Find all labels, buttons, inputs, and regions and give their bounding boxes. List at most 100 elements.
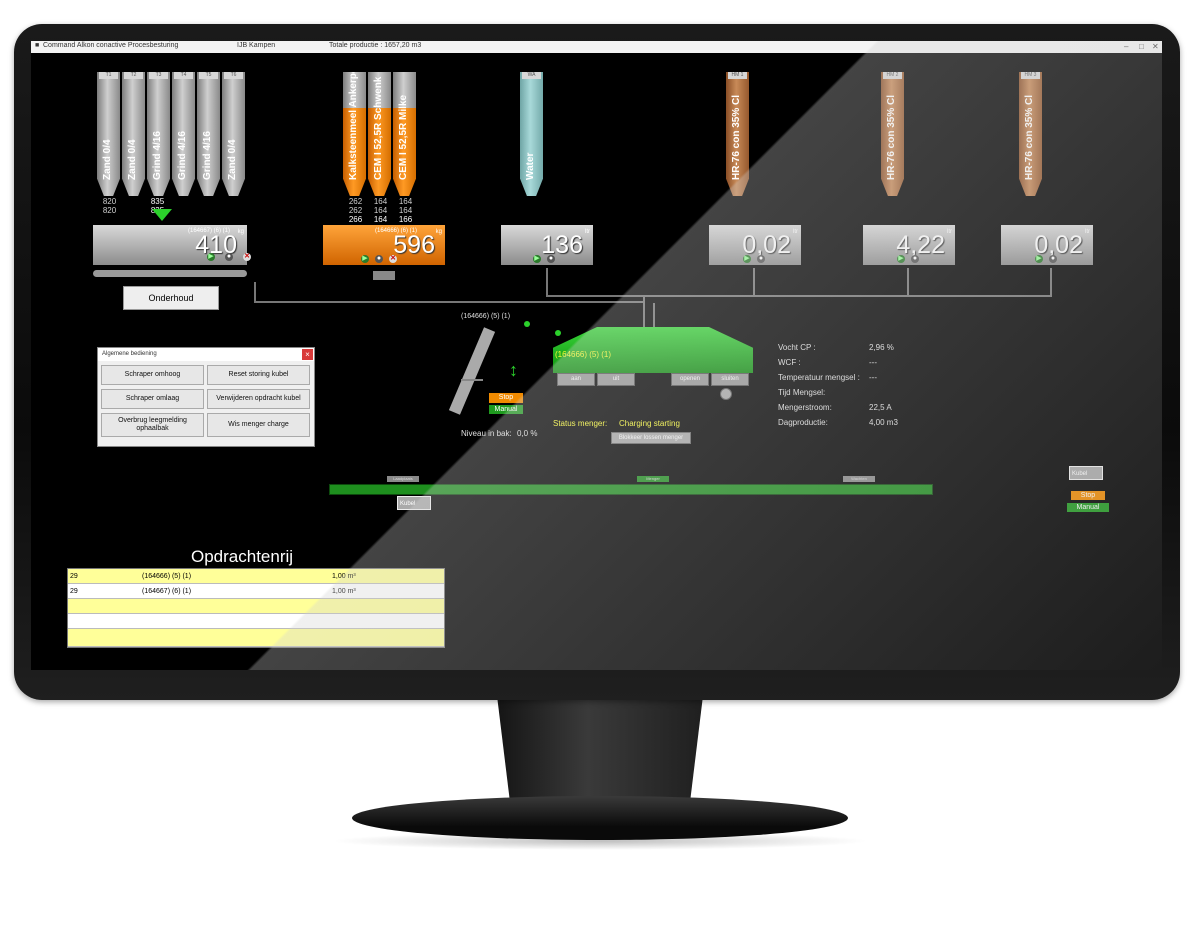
play-icon[interactable]: ▶: [743, 255, 751, 263]
admix-weigh-1[interactable]: 0,02 ltr ▶ ●: [709, 225, 801, 265]
silo-t6[interactable]: T6 Zand 0/4: [222, 72, 245, 196]
silo-t2[interactable]: T2 Zand 0/4: [122, 72, 145, 196]
admix-weigh-2[interactable]: 4,22 ltr ▶ ●: [863, 225, 955, 265]
silo-tag: T3: [149, 72, 168, 79]
weigh-value: 0,02: [1034, 231, 1083, 259]
bypass-empty-signal-button[interactable]: Overbrug leegmelding ophaalbak: [101, 413, 204, 437]
silo-label: HR-76 con 35% Cl: [731, 94, 742, 180]
play-icon[interactable]: ▶: [897, 255, 905, 263]
weigh-value: 0,02: [742, 231, 791, 259]
silo-tag: T4: [174, 72, 193, 79]
weigh-unit: ltr: [585, 229, 590, 235]
silo-t5[interactable]: T5 Grind 4/16: [197, 72, 220, 196]
play-icon[interactable]: ▶: [207, 253, 215, 261]
dialog-close-button[interactable]: ×: [302, 349, 313, 360]
mixer-off-button[interactable]: uit: [597, 373, 635, 386]
elevator-stop-button[interactable]: Stop: [489, 393, 523, 403]
silo-t3[interactable]: T3 Grind 4/16: [147, 72, 170, 196]
table-row[interactable]: [68, 614, 444, 629]
weigh-unit: ltr: [1085, 229, 1090, 235]
onderhoud-button[interactable]: Onderhoud: [123, 286, 219, 310]
queue-title: Opdrachtenrij: [191, 547, 294, 566]
info-label: Temperatuur mengsel :: [778, 373, 860, 382]
tare-icon[interactable]: ●: [911, 255, 919, 263]
kubel-stop-button[interactable]: Stop: [1071, 491, 1105, 500]
tare-icon[interactable]: ●: [757, 255, 765, 263]
unlock-mixer-button[interactable]: Blokkeer lossen menger: [611, 432, 691, 444]
reset-kubel-fault-button[interactable]: Reset storing kubel: [207, 365, 310, 385]
silo-tag: HM 2: [883, 72, 902, 79]
app-icon: ■: [35, 42, 40, 49]
silo-hm3[interactable]: HM 3 HR-76 con 35% Cl: [1019, 72, 1042, 196]
silo-tag: T5: [199, 72, 218, 79]
status-dot: [555, 330, 561, 336]
mixer-close-button[interactable]: sluiten: [711, 373, 749, 386]
cancel-icon[interactable]: ✕: [389, 255, 397, 263]
scraper-up-button[interactable]: Schraper omhoog: [101, 365, 204, 385]
silo-label: HR-76 con 35% Cl: [886, 94, 897, 180]
maximize-button[interactable]: □: [1139, 42, 1144, 51]
mixer-motor-icon: [720, 388, 732, 400]
table-row[interactable]: [68, 599, 444, 614]
silo-water[interactable]: WA Water: [520, 72, 543, 196]
track-label-wait: Wachten: [843, 476, 875, 482]
mixer-open-button[interactable]: openen: [671, 373, 709, 386]
kubel-right-bucket[interactable]: Kubel: [1069, 466, 1103, 480]
scraper-down-button[interactable]: Schraper omlaag: [101, 389, 204, 409]
aggregate-weigh-hopper[interactable]: (164667) (6) (1) 410 kg ▶ ● ✕: [93, 225, 251, 265]
weigh-value: 596: [393, 231, 435, 259]
info-label: Dagproductie:: [778, 418, 828, 427]
silo-t4[interactable]: T4 Grind 4/16: [172, 72, 195, 196]
mixer-order: (164666) (5) (1): [555, 350, 612, 359]
tare-icon[interactable]: ●: [547, 255, 555, 263]
silo-t1[interactable]: T1 Zand 0/4: [97, 72, 120, 196]
play-icon[interactable]: ▶: [361, 255, 369, 263]
clear-mixer-charge-button[interactable]: Wis menger charge: [207, 413, 310, 437]
silo-hm2[interactable]: HM 2 HR-76 con 35% Cl: [881, 72, 904, 196]
pipe: [546, 268, 548, 296]
silo-cem-milke[interactable]: CEM I 52,5R Milke: [393, 72, 416, 196]
silo-tag: HM 3: [1021, 72, 1040, 79]
info-label: Tijd Mengsel:: [778, 388, 826, 397]
screen: ■ Command Alkon conactive Procesbesturin…: [31, 41, 1162, 670]
aggregate-conveyor: [93, 270, 247, 277]
tare-icon[interactable]: ●: [1049, 255, 1057, 263]
tare-icon[interactable]: ●: [225, 253, 233, 261]
cancel-icon[interactable]: ✕: [243, 253, 251, 261]
silo-cem-schwenk[interactable]: CEM I 52,5R Schwenk: [368, 72, 391, 196]
minimize-button[interactable]: –: [1124, 42, 1129, 51]
table-row[interactable]: [68, 629, 444, 647]
remove-kubel-order-button[interactable]: Verwijderen opdracht kubel: [207, 389, 310, 409]
tare-icon[interactable]: ●: [375, 255, 383, 263]
play-icon[interactable]: ▶: [533, 255, 541, 263]
weigh-order: (164666) (6) (1): [375, 228, 418, 234]
pipe: [546, 295, 1052, 297]
table-row[interactable]: 29 (164667) (6) (1) 1,00 m³: [68, 584, 444, 599]
pipe: [643, 295, 645, 327]
admix-weigh-3[interactable]: 0,02 ltr ▶ ●: [1001, 225, 1093, 265]
cement-weigh-hopper[interactable]: (164666) (6) (1) 596 kg ▶ ● ✕: [323, 225, 445, 265]
table-row[interactable]: 29 (164666) (5) (1) 1,00 m³: [68, 569, 444, 584]
kubel-bucket[interactable]: Kubel: [397, 496, 431, 510]
silo-kalksteenmeel[interactable]: Kalksteenmeel Ankerpoort: [343, 72, 366, 196]
silo-tag: T6: [224, 72, 243, 79]
elevator-manual-button[interactable]: Manual: [489, 405, 523, 414]
play-icon[interactable]: ▶: [1035, 255, 1043, 263]
info-label: Mengerstroom:: [778, 403, 832, 412]
skip-platform: [461, 379, 483, 381]
up-down-arrow-icon[interactable]: ↕: [509, 360, 518, 380]
mixer-on-button[interactable]: aan: [557, 373, 595, 386]
water-weigh[interactable]: 136 ltr ▶ ●: [501, 225, 593, 265]
kubel-manual-button[interactable]: Manual: [1067, 503, 1109, 512]
silo-hm1[interactable]: HM 1 HR-76 con 35% Cl: [726, 72, 749, 196]
close-button[interactable]: ✕: [1152, 42, 1159, 51]
mixer-status-value: Charging starting: [619, 419, 680, 428]
info-value: 2,96 %: [869, 343, 894, 352]
cement-screw: [373, 271, 395, 280]
silo-tag: T1: [99, 72, 118, 79]
silo-label: Grind 4/16: [152, 131, 163, 180]
title-bar: ■ Command Alkon conactive Procesbesturin…: [31, 41, 1162, 53]
silo-label: Zand 0/4: [127, 139, 138, 180]
mixer[interactable]: [553, 327, 753, 373]
